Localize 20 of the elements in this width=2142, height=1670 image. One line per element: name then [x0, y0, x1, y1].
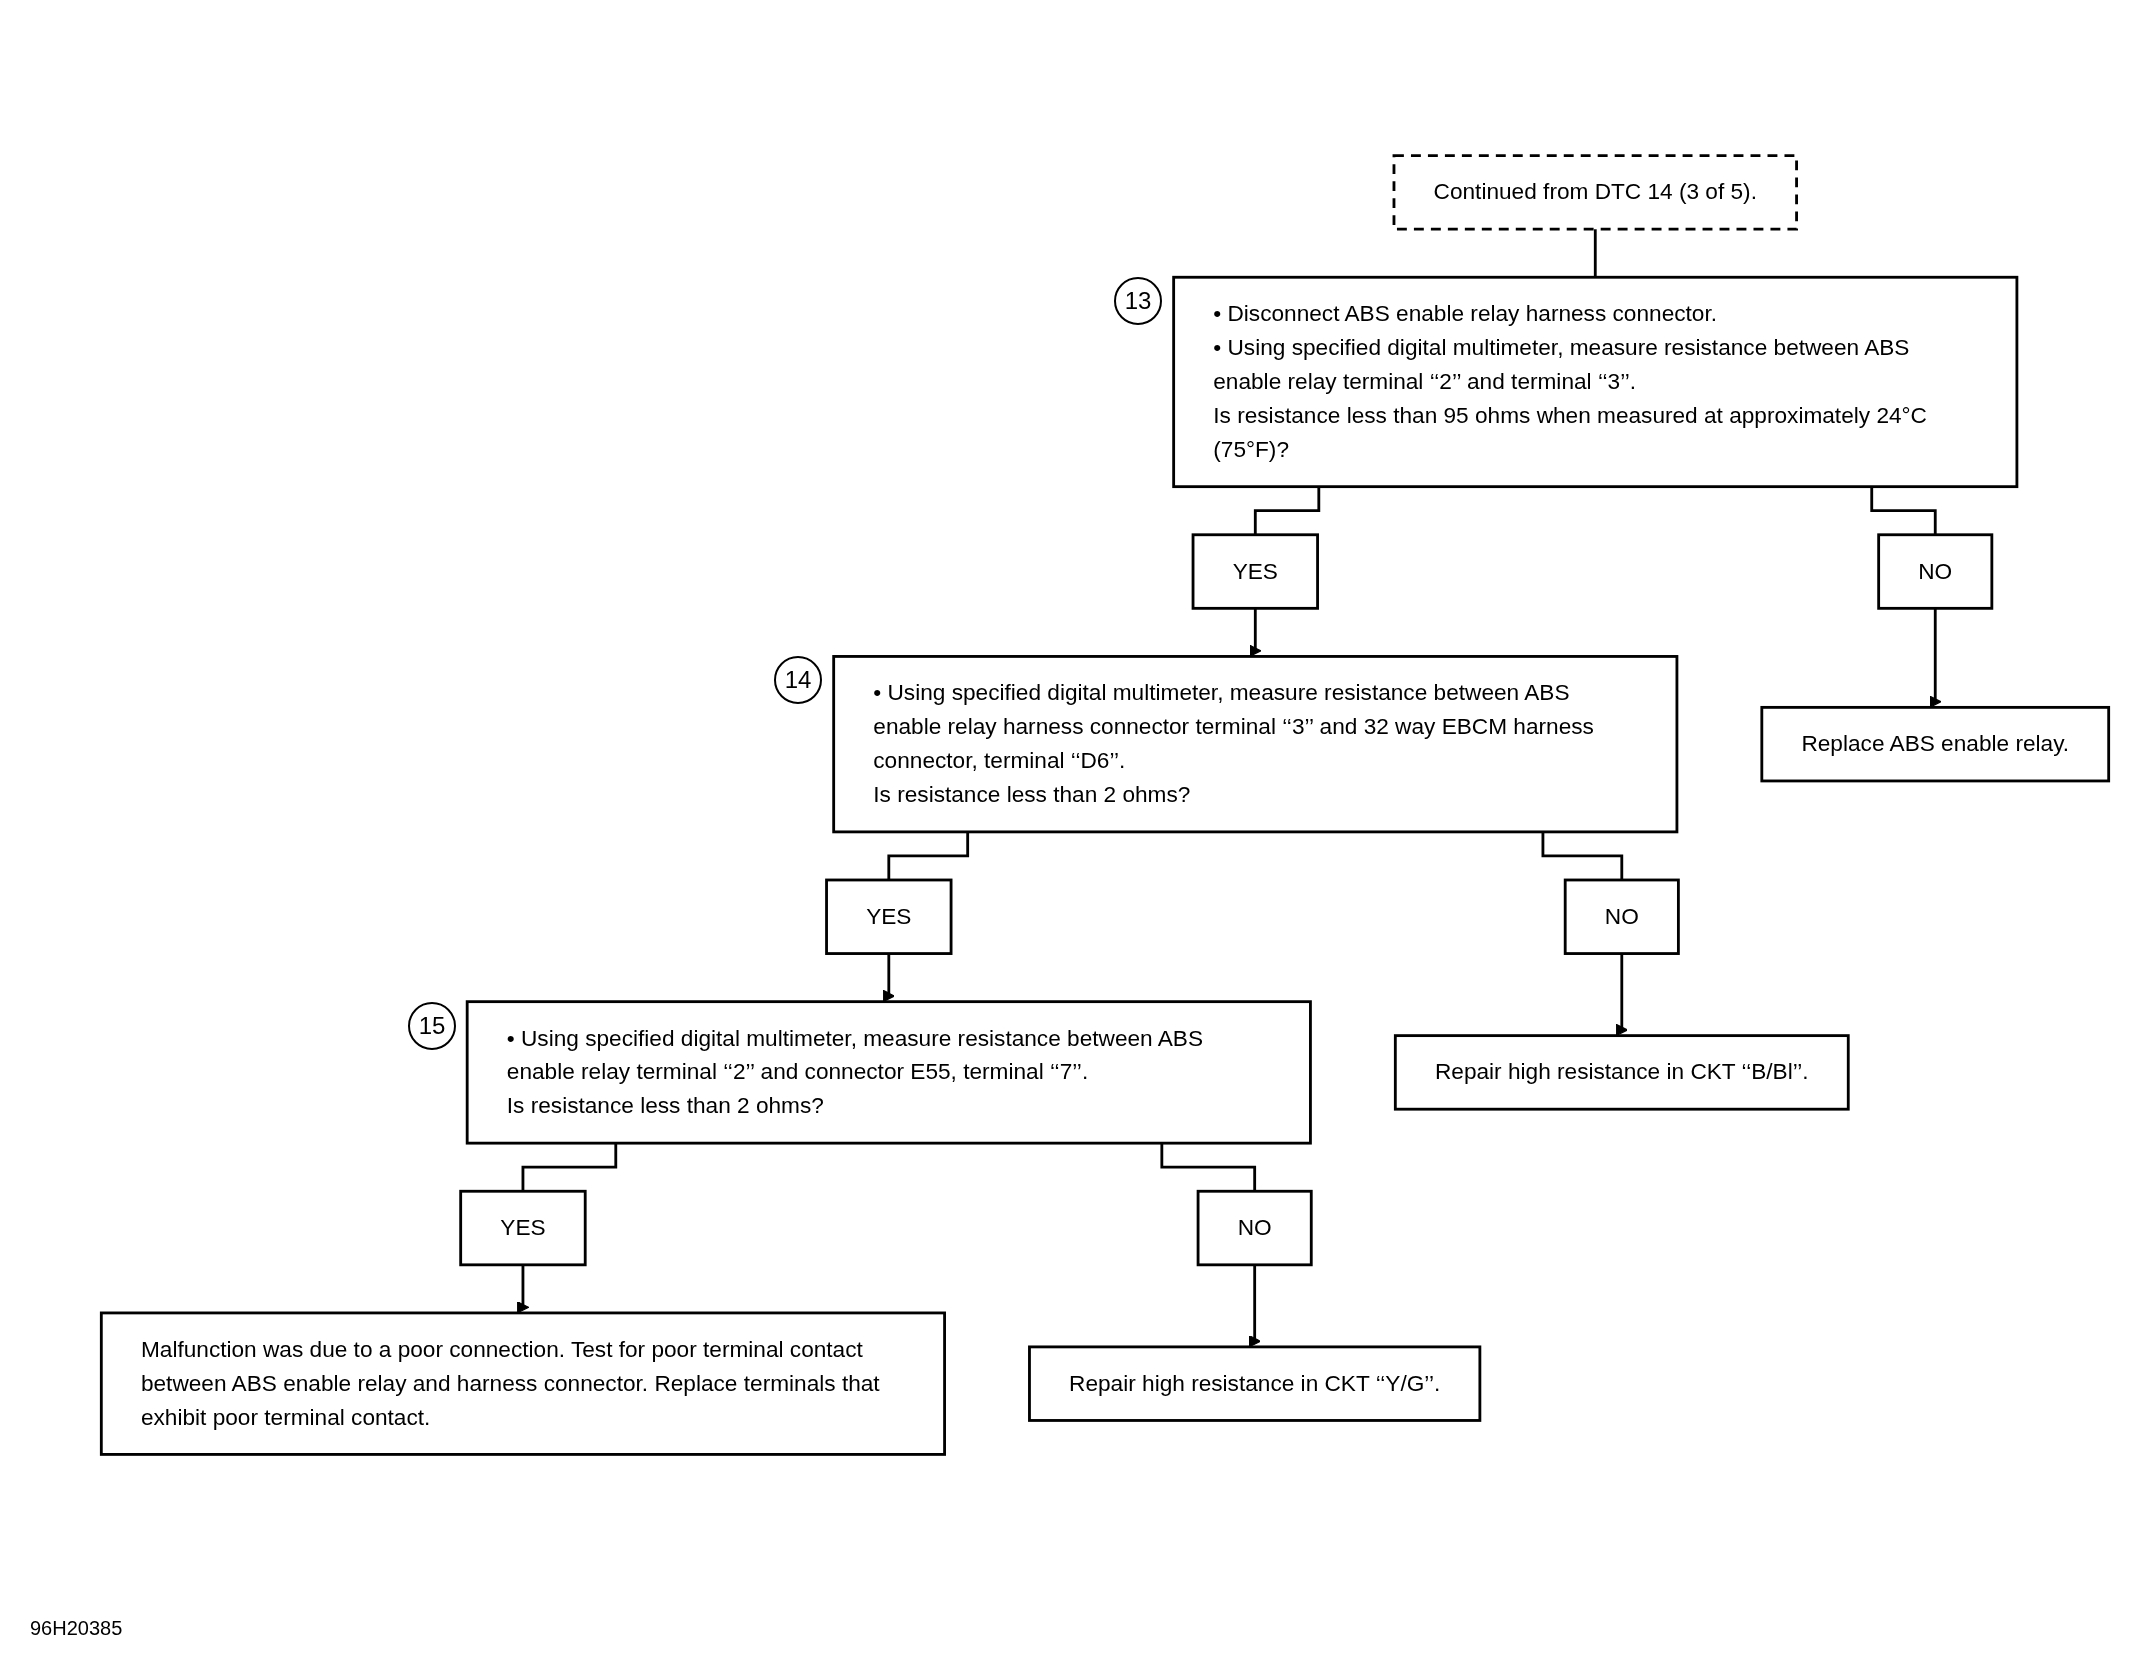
node-box: Malfunction was due to a poor connection. Test for poor terminal contact between ABS enable relay and harness connector. Replace terminals that exhibit poor terminal contact. — [99, 1311, 946, 1456]
drawing-number: 96H20385 — [30, 1617, 123, 1640]
node-box: • Disconnect ABS enable relay harness connector. • Using specified digital multimeter, measure resistance between ABS enable relay terminal ‘‘2’’ and terminal ‘‘3’’. Is resistance less than 95 ohms when measured at approximately 24°C (75°F)? — [1172, 275, 2019, 489]
node-box: Repair high resistance in CKT ‘‘Y/G’’. — [1028, 1345, 1482, 1422]
node-box: YES — [459, 1189, 587, 1267]
node-box: Replace ABS enable relay. — [1760, 705, 2111, 783]
node-box: • Using specified digital multimeter, measure resistance between ABS enable relay harness connector terminal ‘‘3’’ and 32 way EBCM harness connector, terminal ‘‘D6’’. Is resistance less than 2 ohms? — [832, 655, 1679, 834]
step-number: 13 — [1114, 277, 1162, 325]
arrow — [1929, 608, 1942, 708]
node-box: YES — [825, 878, 953, 955]
node-box: Repair high resistance in CKT ‘‘B/Bl’’. — [1393, 1034, 1850, 1111]
step-number: 14 — [774, 656, 822, 704]
node-box: • Using specified digital multimeter, measure resistance between ABS enable relay terminal ‘‘2’’ and connector E55, terminal ‘‘7’’. Is resistance less than 2 ohms? — [465, 1000, 1312, 1145]
node-box: NO — [1877, 533, 1994, 610]
node-box: NO — [1563, 878, 1680, 955]
node-box: NO — [1196, 1189, 1313, 1267]
node-box: YES — [1191, 533, 1319, 610]
arrow — [1249, 608, 1262, 657]
step-number: 15 — [408, 1002, 456, 1050]
node-box: Continued from DTC 14 (3 of 5). — [1392, 154, 1798, 231]
